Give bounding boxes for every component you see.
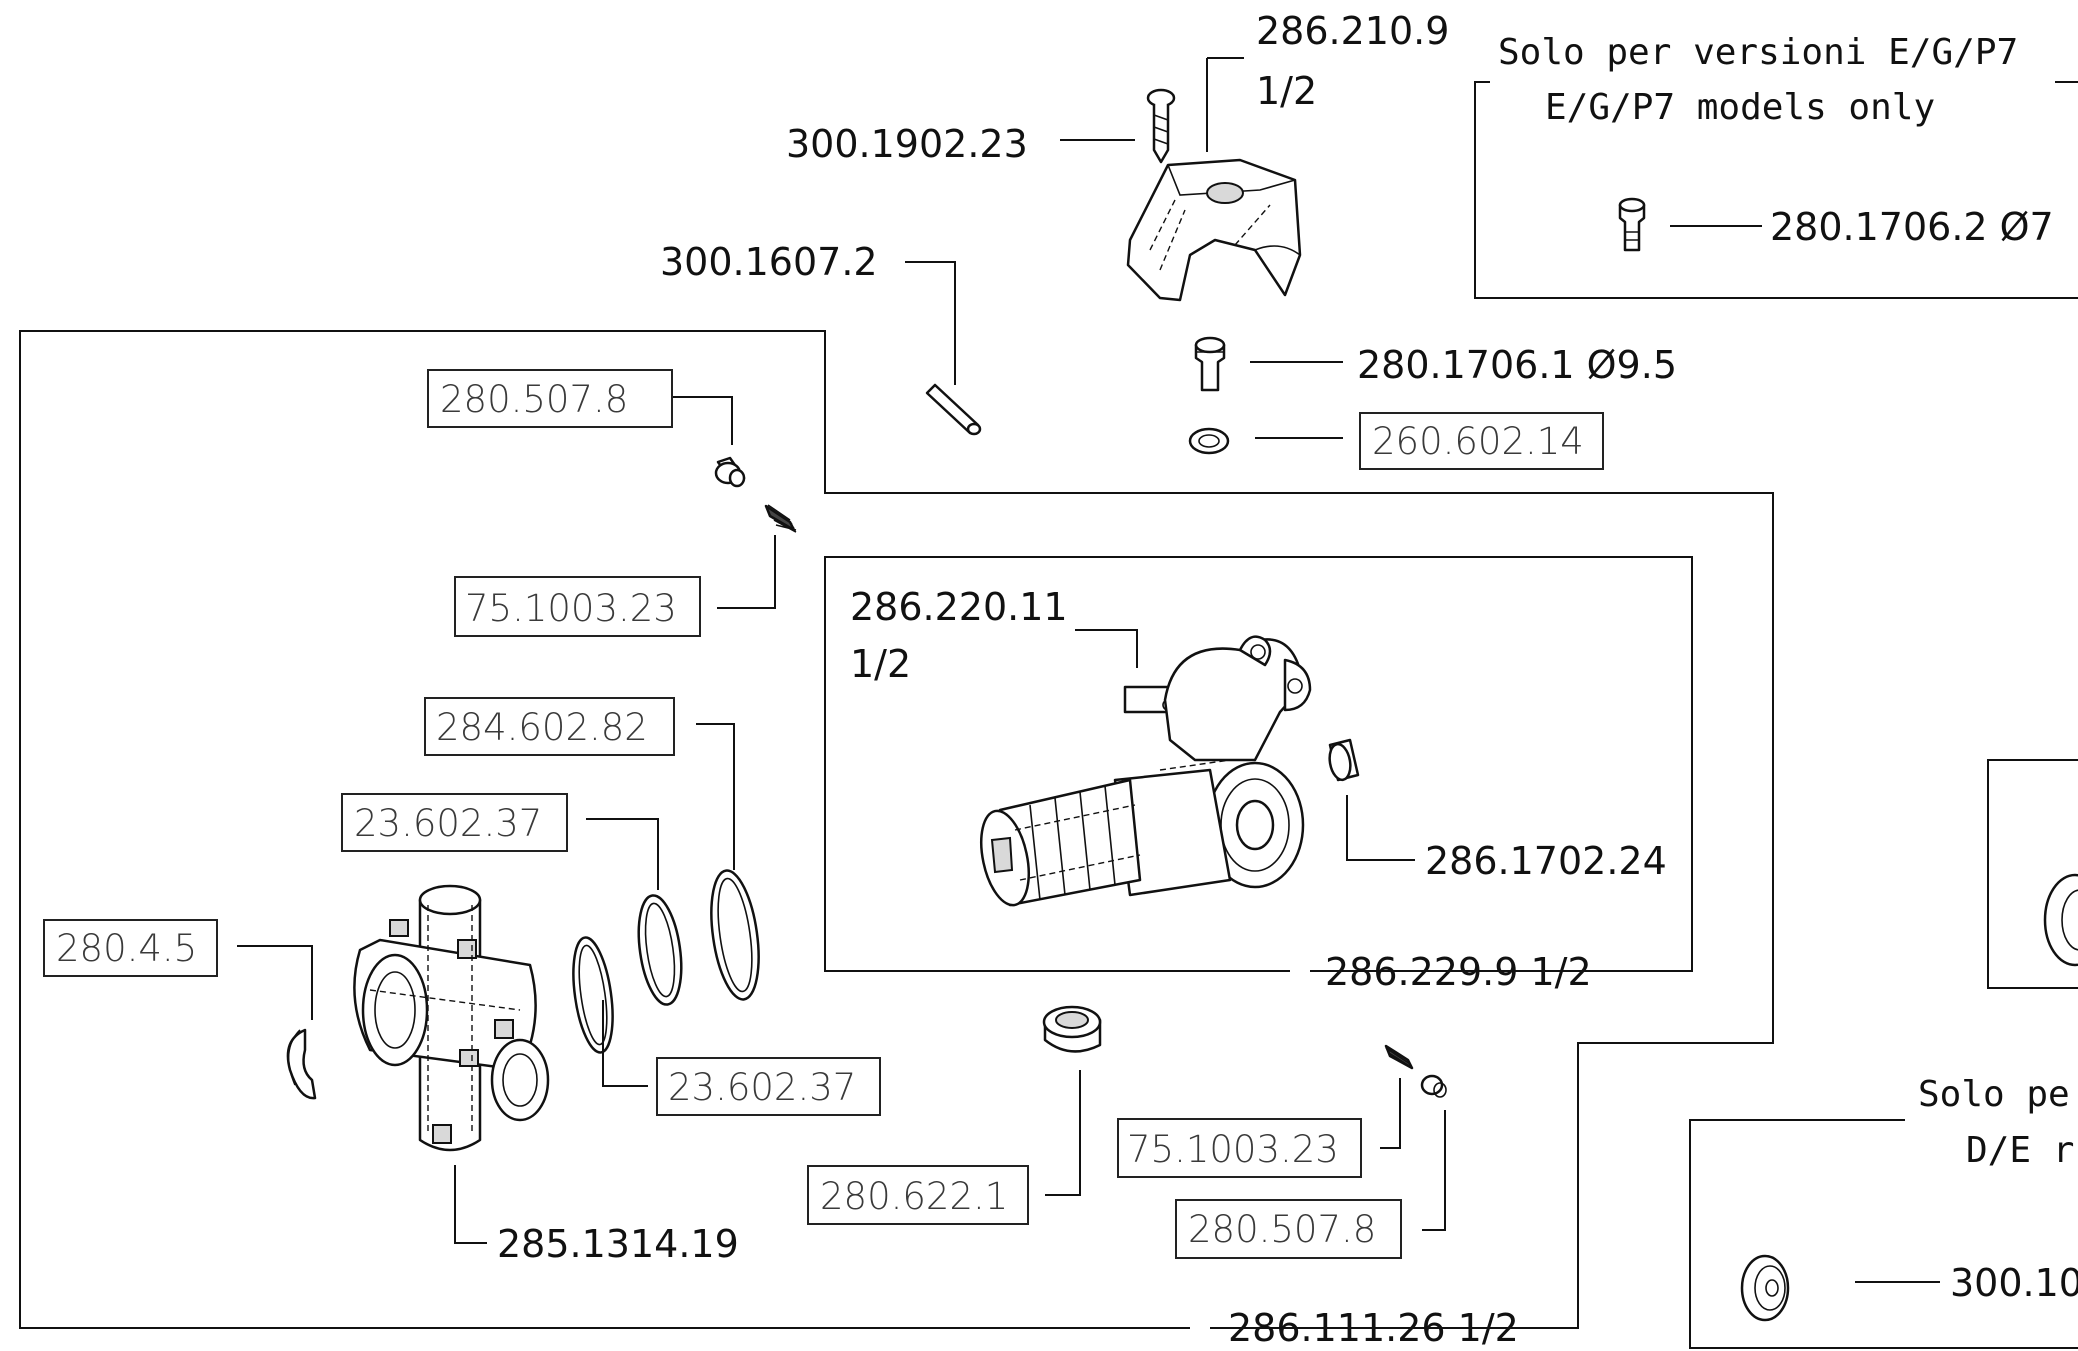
label-280-1706-1: 280.1706.1 Ø9.5 — [1357, 343, 1677, 387]
label-286-220-11: 286.220.11 — [850, 585, 1068, 629]
note-frame-egp7 — [1474, 81, 2078, 299]
label-box-260-602-14 — [1359, 412, 1604, 470]
label-285-1314-19: 285.1314.19 — [497, 1222, 739, 1266]
pin-part-300-1607-2 — [925, 383, 982, 436]
valve-cartridge-part-286-220-11 — [980, 635, 1312, 907]
label-box-280-4-5 — [43, 919, 218, 977]
label-23-602-37-b: 23.602.37 — [668, 1066, 856, 1109]
label-box-75-1003-23-a — [454, 576, 701, 637]
note-frame-de — [1689, 1119, 2078, 1349]
detail-frame-right — [1987, 759, 2078, 989]
label-box-23-602-37-a — [341, 793, 568, 852]
label-box-75-1003-23-b — [1117, 1118, 1362, 1178]
label-286-210-9: 286.210.9 — [1256, 9, 1449, 53]
bracket-part-286-210-9 — [1126, 158, 1302, 302]
label-75-1003-23-b: 75.1003.23 — [1127, 1128, 1339, 1171]
label-286-229-9: 286.229.9 1/2 — [1325, 950, 1592, 994]
circlip-part-280-4-5 — [286, 1028, 317, 1100]
oring-part-260-602-14 — [1188, 427, 1230, 455]
label-box-280-622-1 — [807, 1165, 1029, 1225]
spring-part-75-1003-23-a — [764, 504, 797, 533]
label-280-4-5: 280.4.5 — [56, 927, 197, 970]
spring-part-75-1003-23-b — [1384, 1044, 1414, 1070]
assembly-frame-286-229-9 — [824, 556, 1693, 972]
label-260-602-14: 260.602.14 — [1372, 420, 1584, 463]
label-280-507-8-a: 280.507.8 — [440, 378, 628, 421]
oring-part-23-602-37-a — [637, 894, 683, 1006]
diverter-body-part-285-1314-19 — [353, 884, 550, 1152]
assembly-frame-286-111-26 — [19, 330, 1774, 1329]
disc-part-300-10 — [1740, 1254, 1790, 1322]
label-box-280-507-8-a — [427, 369, 673, 428]
label-23-602-37-a: 23.602.37 — [354, 802, 542, 845]
label-box-284-602-82 — [424, 697, 675, 756]
label-300-1902-23: 300.1902.23 — [786, 122, 1028, 166]
note-egp7-italian: Solo per versioni E/G/P7 — [1498, 32, 2018, 73]
label-280-507-8-b: 280.507.8 — [1188, 1208, 1376, 1251]
label-286-1702-24: 286.1702.24 — [1425, 839, 1667, 883]
plug-part-280-507-8-a — [714, 456, 746, 488]
plug-part-280-507-8-b — [1420, 1074, 1447, 1098]
label-284-602-82: 284.602.82 — [436, 706, 648, 749]
note-de-english: D/E r — [1966, 1130, 2074, 1171]
screw-part-300-1902-23 — [1146, 88, 1176, 164]
note-de-italian: Solo pe — [1918, 1074, 2070, 1115]
leader-lines — [237, 57, 1940, 1283]
oring-part-23-602-37-b — [572, 936, 614, 1054]
label-75-1003-23-a: 75.1003.23 — [465, 587, 677, 630]
note-egp7-english: E/G/P7 models only — [1545, 87, 1935, 128]
label-280-1706-2: 280.1706.2 Ø7 — [1770, 205, 2054, 249]
label-300-1607-2: 300.1607.2 — [660, 240, 878, 284]
label-box-280-507-8-b — [1175, 1199, 1402, 1259]
washer-part-280-622-1 — [1042, 1005, 1102, 1053]
partial-part-right-detail — [2043, 873, 2078, 967]
oring-part-284-602-82 — [710, 869, 760, 1001]
label-box-23-602-37-b — [656, 1057, 881, 1116]
cap-part-286-1702-24 — [1328, 738, 1360, 782]
label-286-210-9-qty: 1/2 — [1256, 69, 1317, 113]
label-280-622-1: 280.622.1 — [820, 1175, 1008, 1218]
insert-part-280-1706-2 — [1618, 197, 1646, 252]
insert-part-280-1706-1 — [1194, 336, 1226, 392]
label-286-111-26: 286.111.26 1/2 — [1228, 1306, 1519, 1350]
label-286-220-11-qty: 1/2 — [850, 642, 911, 686]
label-300-10: 300.10 — [1950, 1261, 2078, 1305]
